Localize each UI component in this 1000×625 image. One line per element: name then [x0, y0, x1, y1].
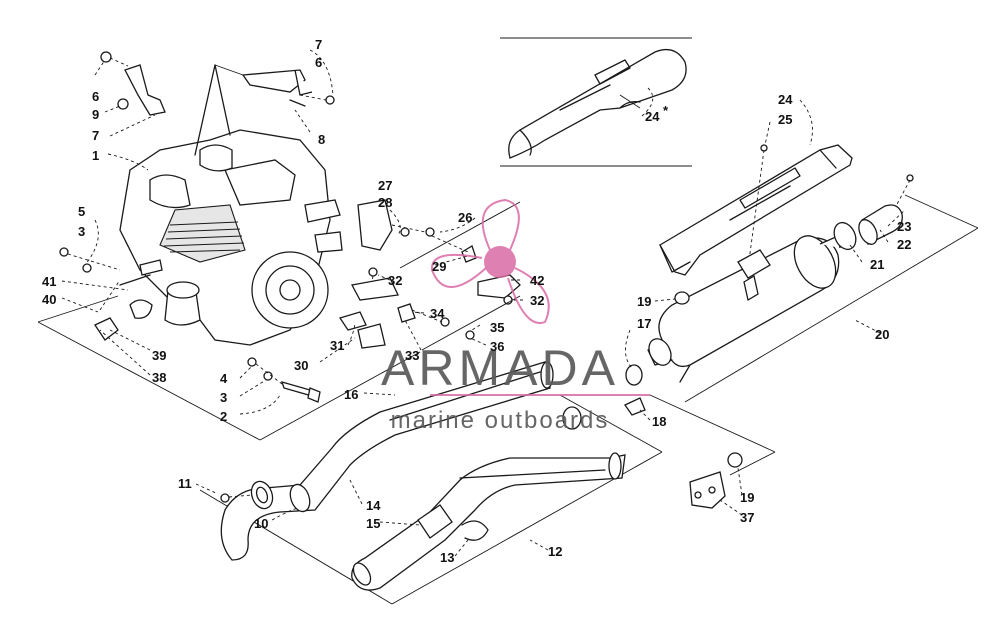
callout-3: 3 [220, 390, 227, 405]
callout-33: 33 [405, 348, 419, 363]
left-hardware [59, 247, 163, 341]
callout-24: 24 [645, 109, 660, 124]
callout-39: 39 [152, 348, 166, 363]
callout-36: 36 [490, 339, 504, 354]
callout-1: 1 [92, 148, 99, 163]
callout-9: 9 [92, 107, 99, 122]
callout-34: 34 [430, 306, 445, 321]
callout-4: 4 [220, 371, 228, 386]
callout-8: 8 [318, 132, 325, 147]
callout-30: 30 [294, 358, 308, 373]
callout-19: 19 [637, 294, 651, 309]
callout-3: 3 [78, 224, 85, 239]
callout-32: 32 [388, 273, 402, 288]
callout-27: 27 [378, 178, 392, 193]
callout-2: 2 [220, 409, 227, 424]
leader-lines [61, 49, 906, 557]
center-bracket-assembly [338, 199, 521, 349]
callout-22: 22 [897, 237, 911, 252]
callout-16: 16 [344, 387, 358, 402]
callout-41: 41 [42, 274, 56, 289]
callout-10: 10 [254, 516, 268, 531]
tailpipe-parts [833, 174, 914, 251]
header-pipe [220, 361, 582, 561]
watermark-tagline: marine outboards [391, 407, 610, 434]
callout-11: 11 [178, 476, 192, 491]
armada-watermark: ARMADA marine outboards [381, 198, 650, 434]
callout-20: 20 [875, 327, 889, 342]
callout-6: 6 [92, 89, 99, 104]
callout-23: 23 [897, 219, 911, 234]
callout-25: 25 [778, 112, 792, 127]
heat-shield [659, 144, 853, 291]
callout-31: 31 [330, 338, 344, 353]
small-hardware-right [624, 291, 743, 509]
propeller-logo [430, 198, 650, 396]
callout-18: 18 [652, 414, 666, 429]
callout-37: 37 [740, 510, 754, 525]
callout-32: 32 [530, 293, 544, 308]
callout-24: 24 [778, 92, 793, 107]
callout-labels: 7 6 6 9 7 8 1 5 3 27 28 26 29 32 42 32 4… [42, 37, 911, 565]
mount-brackets [100, 51, 335, 116]
callout-28: 28 [378, 195, 392, 210]
callout-7: 7 [92, 128, 99, 143]
callout-6: 6 [315, 55, 322, 70]
callout-42: 42 [530, 273, 544, 288]
callout-14: 14 [366, 498, 381, 513]
callout-12: 12 [548, 544, 562, 559]
callout-17: 17 [637, 316, 651, 331]
callout-21: 21 [870, 257, 884, 272]
callout-19: 19 [740, 490, 754, 505]
watermark-brand: ARMADA [381, 340, 619, 396]
engine-assembly [119, 64, 343, 346]
mid-pipe [351, 452, 626, 591]
callout-5: 5 [78, 204, 85, 219]
callout-7: 7 [315, 37, 322, 52]
asterisk: * [663, 103, 669, 118]
heat-shield-inset [500, 37, 692, 167]
callout-40: 40 [42, 292, 56, 307]
callout-29: 29 [432, 259, 446, 274]
engine-mount-bolts [247, 357, 321, 403]
callout-15: 15 [366, 516, 380, 531]
callout-38: 38 [152, 370, 166, 385]
callout-26: 26 [458, 210, 472, 225]
callout-35: 35 [490, 320, 504, 335]
callout-13: 13 [440, 550, 454, 565]
